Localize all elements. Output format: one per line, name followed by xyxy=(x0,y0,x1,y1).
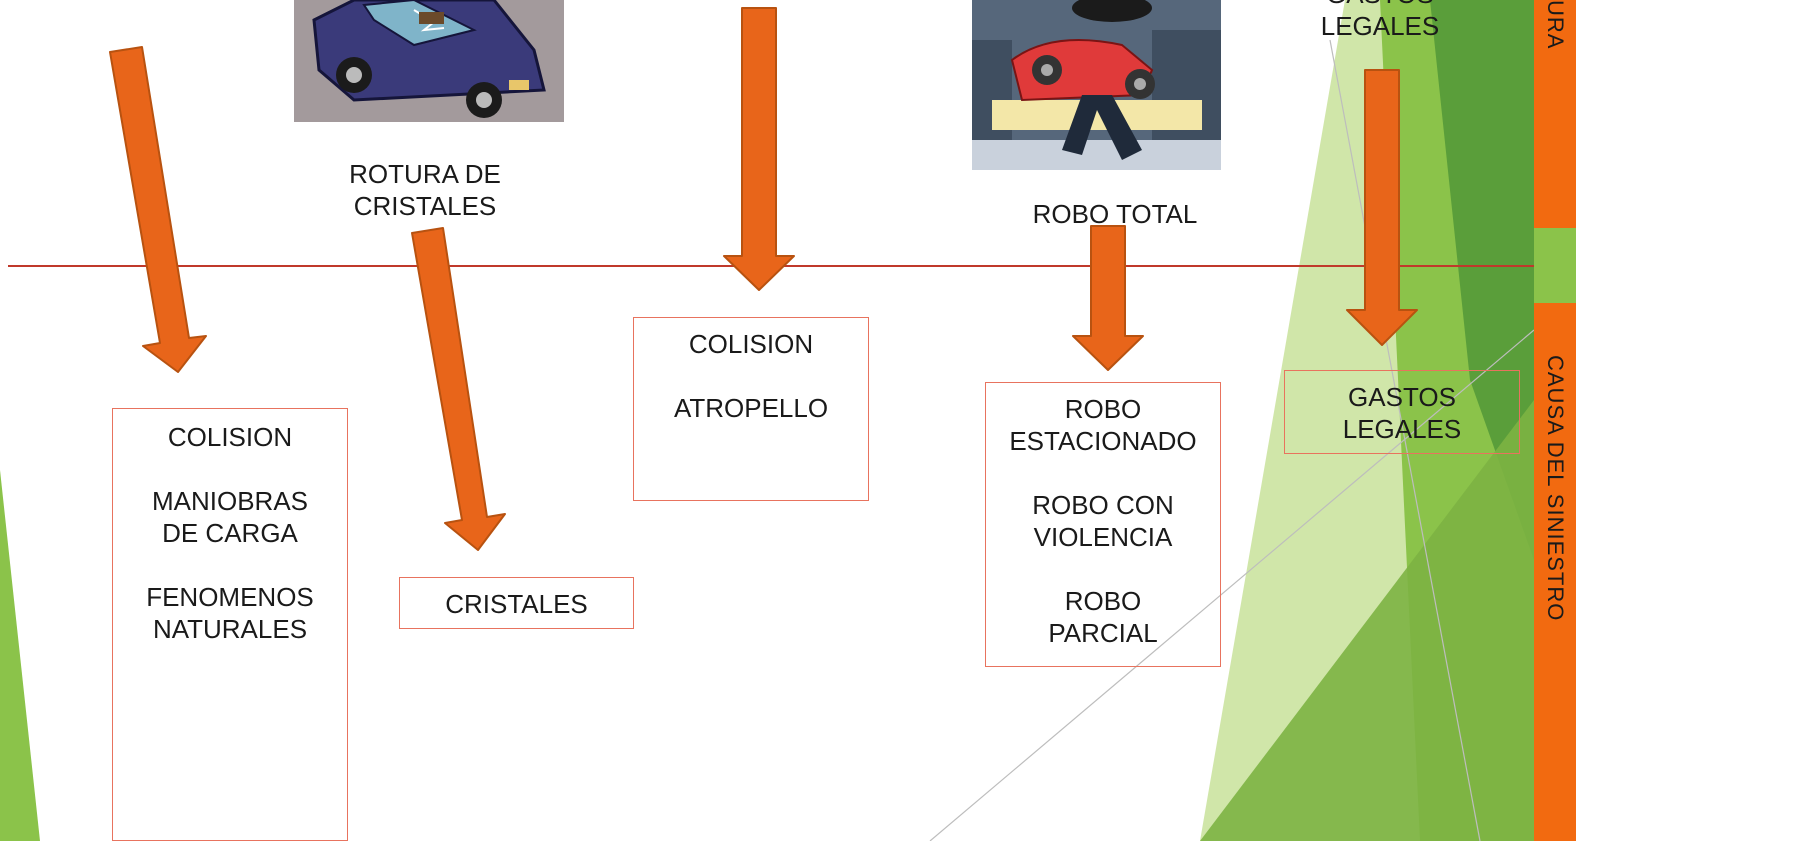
sidebar-top-text: URA xyxy=(1543,0,1568,50)
box-gastos-legales: GASTOS LEGALES xyxy=(1284,370,1520,454)
box-gastos-legales-text: GASTOS LEGALES xyxy=(1342,382,1462,444)
arrow-2 xyxy=(411,227,506,551)
arrow-5 xyxy=(1346,69,1418,346)
right-margin xyxy=(1576,0,1820,841)
thief-drawing xyxy=(972,0,1221,170)
deco-line-1 xyxy=(1329,39,1481,841)
arrow-3 xyxy=(723,7,795,291)
box-colision-maniobras: COLISION MANIOBRAS DE CARGA FENOMENOS NA… xyxy=(112,408,348,841)
box-colision-maniobras-text: COLISION MANIOBRAS DE CARGA FENOMENOS NA… xyxy=(146,422,314,644)
broken-windshield-car-illustration xyxy=(294,0,564,122)
label-rotura-cristales: ROTURA DE CRISTALES xyxy=(349,159,501,221)
box-cristales-text: CRISTALES xyxy=(445,589,588,619)
green-facet-dark xyxy=(1430,0,1534,560)
arrow-4 xyxy=(1072,225,1144,371)
thief-carrying-car-illustration xyxy=(972,0,1221,170)
box-cristales: CRISTALES xyxy=(399,577,634,629)
arrow-1 xyxy=(109,46,207,373)
box-robo: ROBO ESTACIONADO ROBO CON VIOLENCIA ROBO… xyxy=(985,382,1221,667)
box-colision-atropello-text: COLISION ATROPELLO xyxy=(673,329,829,423)
box-colision-atropello: COLISION ATROPELLO xyxy=(633,317,869,501)
green-facet-lower xyxy=(1200,400,1534,841)
deco-line-2 xyxy=(929,329,1535,841)
box-robo-text: ROBO ESTACIONADO ROBO CON VIOLENCIA ROBO… xyxy=(1009,394,1197,648)
sidebar-bottom-title: CAUSA DEL SINIESTRO xyxy=(1534,355,1576,715)
label-gastos-legales-top: GASTOS LEGALES xyxy=(1320,0,1440,41)
label-robo-total: ROBO TOTAL xyxy=(1032,199,1198,229)
sidebar-bottom-text: CAUSA DEL SINIESTRO xyxy=(1543,355,1568,622)
sidebar-bottom-block xyxy=(1534,303,1576,841)
sidebar-top-title: URA xyxy=(1534,0,1576,60)
left-green-accent xyxy=(0,470,40,841)
sidebar-top-block xyxy=(1534,0,1576,228)
car-drawing xyxy=(294,0,564,122)
